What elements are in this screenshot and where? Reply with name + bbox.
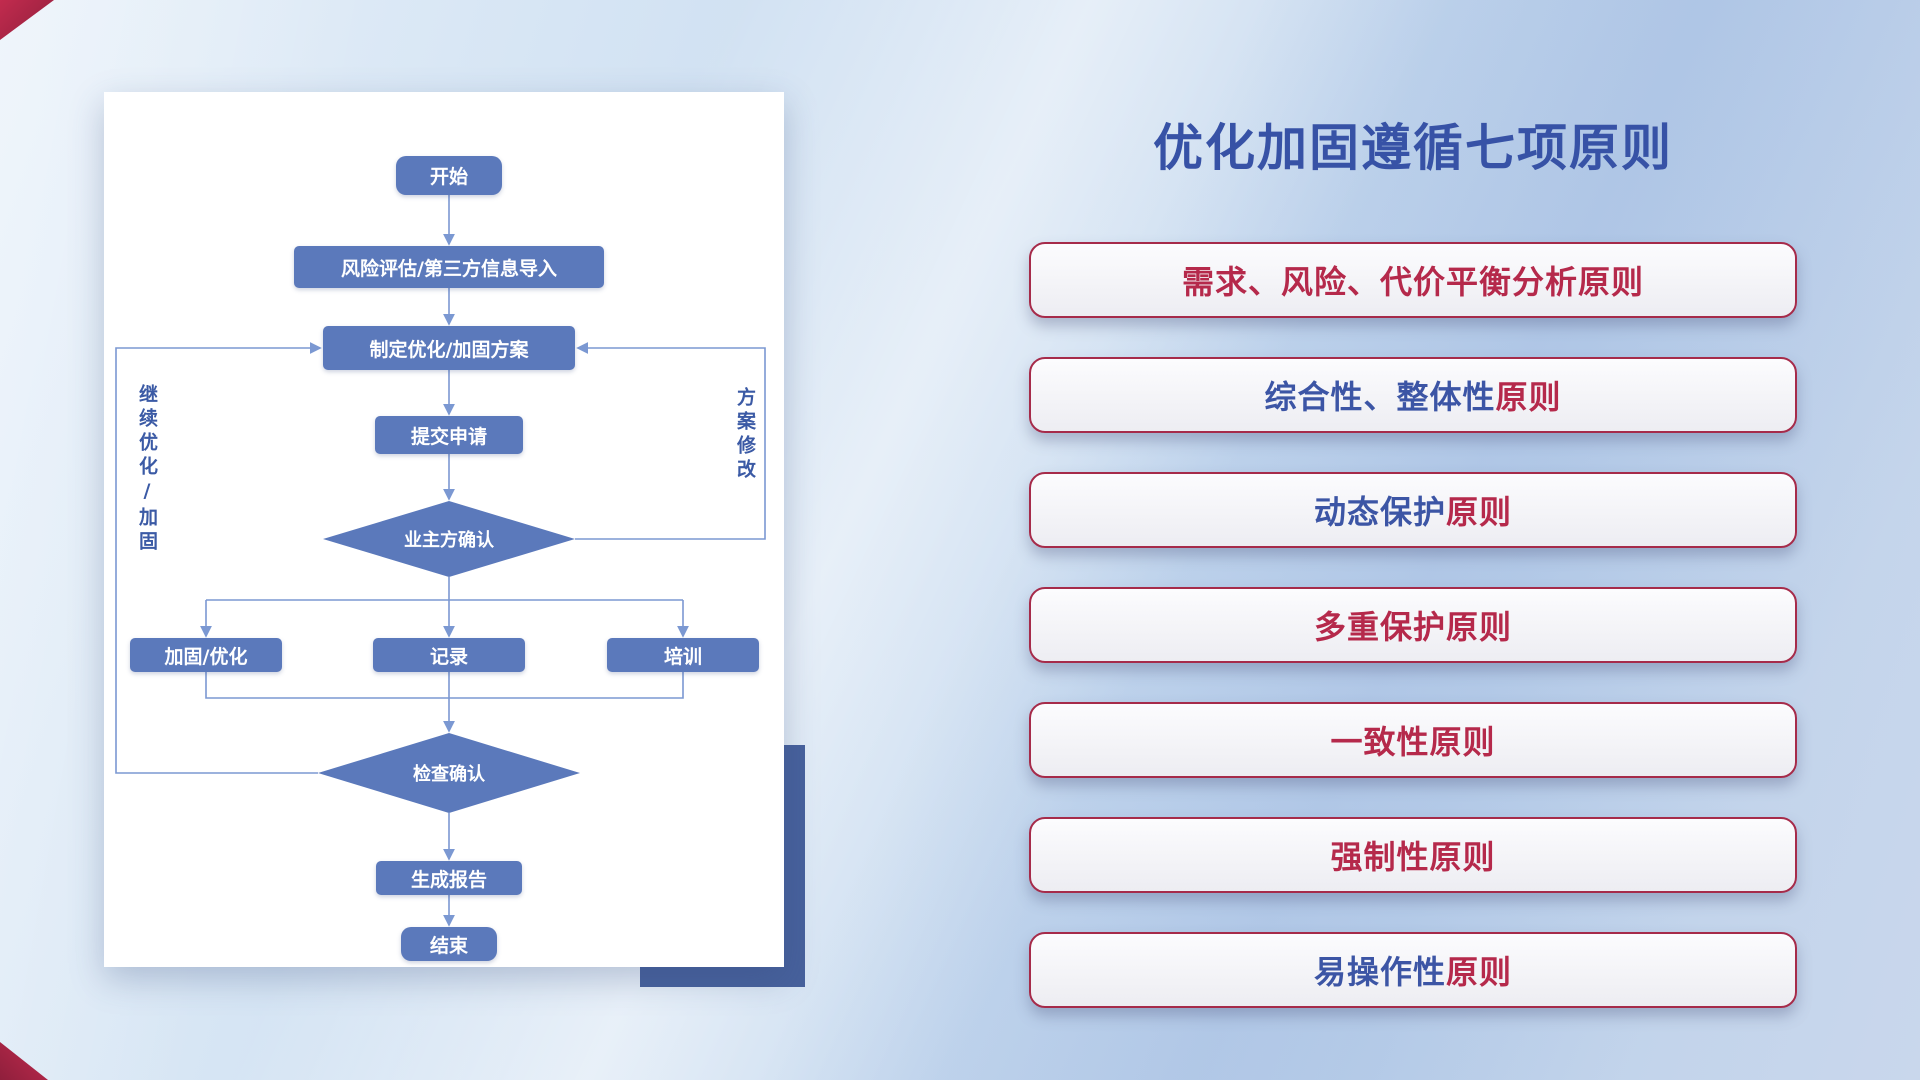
decision-diamonds bbox=[318, 501, 580, 813]
principle-box: 易操作性原则 bbox=[1029, 932, 1797, 1008]
flow-node-submit: 提交申请 bbox=[375, 416, 523, 454]
principle-box: 综合性、整体性原则 bbox=[1029, 357, 1797, 433]
flow-node-start: 开始 bbox=[396, 156, 502, 195]
principle-text-segment: 动态保护 bbox=[1313, 493, 1446, 531]
principle-text-segment: 易操作性 bbox=[1313, 953, 1446, 991]
principle-text-segment: 一致性原则 bbox=[1330, 723, 1496, 761]
flow-node-check-confirm-label: 检查确认 bbox=[413, 764, 485, 785]
flow-node-end: 结束 bbox=[401, 927, 497, 961]
flow-node-make-plan: 制定优化/加固方案 bbox=[323, 326, 575, 370]
flow-node-record: 记录 bbox=[373, 638, 525, 672]
flow-node-owner-confirm-label: 业主方确认 bbox=[404, 530, 494, 551]
check-confirm-diamond bbox=[318, 733, 580, 813]
principle-text-segment: 原则 bbox=[1446, 493, 1513, 531]
principles-title: 优化加固遵循七项原则 bbox=[1153, 119, 1673, 177]
principle-box: 一致性原则 bbox=[1029, 702, 1797, 778]
principle-box: 动态保护原则 bbox=[1029, 472, 1797, 548]
principle-text-segment: 强制性原则 bbox=[1330, 838, 1496, 876]
flow-node-training: 培训 bbox=[607, 638, 759, 672]
principle-text-segment: 多重保护原则 bbox=[1313, 608, 1512, 646]
connector-lines bbox=[115, 195, 766, 927]
principle-text-segment: 原则 bbox=[1446, 953, 1513, 991]
owner-confirm-diamond bbox=[323, 501, 575, 577]
principle-box: 需求、风险、代价平衡分析原则 bbox=[1029, 242, 1797, 318]
principle-text-segment: 需求、风险、代价平衡分析原则 bbox=[1181, 263, 1644, 301]
flow-node-risk-import: 风险评估/第三方信息导入 bbox=[294, 246, 604, 288]
principle-text-segment: 综合性、整体性 bbox=[1264, 378, 1496, 416]
flowchart-connectors bbox=[115, 195, 766, 927]
principles-list: 需求、风险、代价平衡分析原则综合性、整体性原则动态保护原则多重保护原则一致性原则… bbox=[1029, 242, 1797, 1008]
flow-node-reinforce: 加固/优化 bbox=[130, 638, 282, 672]
flowchart-card: 开始 风险评估/第三方信息导入 制定优化/加固方案 提交申请 业主方确认 加固/… bbox=[104, 92, 784, 967]
right-loop-label: 方案修改 bbox=[734, 387, 756, 483]
principle-box: 多重保护原则 bbox=[1029, 587, 1797, 663]
principle-box: 强制性原则 bbox=[1029, 817, 1797, 893]
principle-text-segment: 原则 bbox=[1495, 378, 1562, 416]
left-loop-label: 继续优化/加固 bbox=[136, 384, 158, 555]
flow-node-report: 生成报告 bbox=[376, 861, 522, 895]
